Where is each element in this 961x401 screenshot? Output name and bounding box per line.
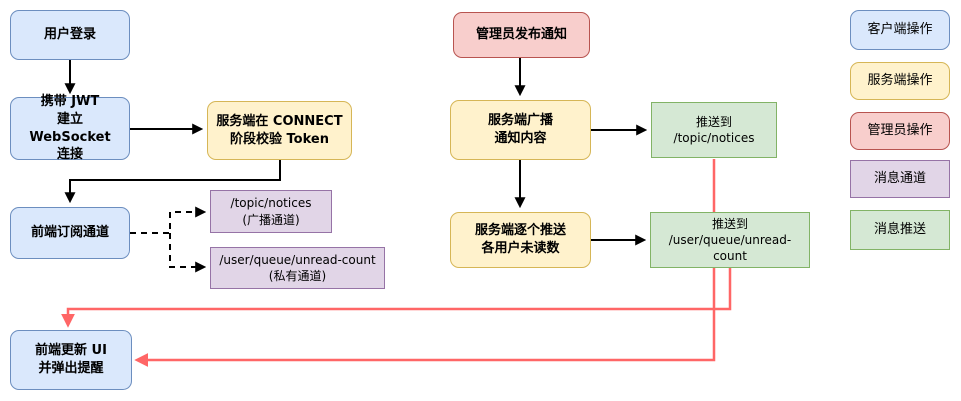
legend-item-admin: 管理员操作 — [850, 112, 950, 150]
edge-subscribe-to-channel-topic — [130, 206, 207, 234]
node-broadcast: 服务端广播 通知内容 — [450, 100, 591, 160]
node-channel-queue: /user/queue/unread-count (私有通道) — [210, 247, 385, 289]
legend-item-server: 服务端操作 — [850, 62, 950, 100]
node-admin-publish: 管理员发布通知 — [453, 12, 590, 58]
legend-item-push: 消息推送 — [850, 210, 950, 250]
node-connect-validate: 服务端在 CONNECT 阶段校验 Token — [207, 101, 352, 160]
legend-item-channel: 消息通道 — [850, 160, 950, 198]
edge-subscribe-to-channel-queue — [169, 233, 207, 273]
node-channel-topic: /topic/notices (广播通道) — [210, 190, 332, 233]
node-update-ui: 前端更新 UI 并弹出提醒 — [10, 330, 132, 390]
node-push-queue: 推送到 /user/queue/unread-count — [650, 212, 810, 268]
edge-push-queue-to-update-ui — [61, 268, 732, 328]
node-subscribe: 前端订阅通道 — [10, 207, 130, 259]
legend-item-client: 客户端操作 — [850, 10, 950, 50]
node-jwt-websocket: 携带 JWT 建立 WebSocket 连接 — [10, 94, 130, 162]
node-user-login: 用户登录 — [10, 10, 130, 60]
node-push-topic: 推送到 /topic/notices — [651, 102, 777, 158]
node-push-unread: 服务端逐个推送 各用户未读数 — [450, 212, 591, 268]
